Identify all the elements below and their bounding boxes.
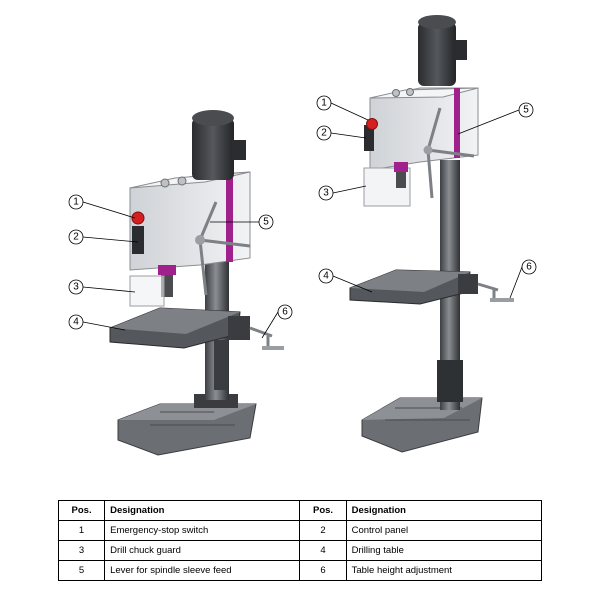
- table-cell: 1: [57, 520, 106, 541]
- control-panel-right: [364, 125, 374, 151]
- table-cell: Table height adjustment: [345, 560, 543, 581]
- callout-6-left: [277, 304, 293, 320]
- callouts-right: [330, 102, 523, 299]
- callouts-left: [82, 201, 279, 339]
- header-designation-1: Designation: [104, 500, 301, 521]
- header-designation-2: Designation: [345, 500, 543, 521]
- callout-1-right: [316, 95, 332, 111]
- callout-2-left-label: 2: [73, 232, 79, 243]
- emergency-stop-right: [366, 118, 378, 130]
- callout-5-right-label: 5: [523, 105, 529, 116]
- callout-5-left: [258, 214, 274, 230]
- table-cell: Drilling table: [345, 540, 543, 561]
- callout-4-left: [68, 314, 84, 330]
- drill-press-left: [109, 110, 284, 456]
- callout-2-right: [316, 125, 332, 141]
- callout-1-left-label: 1: [73, 197, 79, 208]
- header-pos-2: Pos.: [299, 500, 347, 521]
- callout-3-right-label: 3: [323, 188, 329, 199]
- callout-6-right-label: 6: [526, 262, 532, 273]
- callout-3-right: [318, 185, 334, 201]
- callout-1-left: [68, 194, 84, 210]
- table-cell: 5: [57, 560, 106, 581]
- callout-2-right-label: 2: [321, 128, 327, 139]
- table-header-row: Pos. Designation Pos. Designation: [57, 500, 543, 521]
- chuck-guard-left: [129, 275, 165, 307]
- callout-5-left-label: 5: [263, 217, 269, 228]
- callout-3-left-label: 3: [73, 282, 79, 293]
- table-row: 1 Emergency-stop switch 2 Control panel: [57, 520, 543, 541]
- drill-press-right: [349, 15, 514, 453]
- table-cell: Lever for spindle sleeve feed: [104, 560, 301, 581]
- callout-4-left-label: 4: [73, 317, 79, 328]
- motor-right: [418, 22, 456, 86]
- callout-4-right: [318, 268, 334, 284]
- callout-4-right-label: 4: [323, 271, 329, 282]
- callout-1-right-label: 1: [321, 98, 327, 109]
- designation-table: Pos. Designation Pos. Designation 1 Emer…: [57, 500, 543, 581]
- table-cell: 2: [299, 520, 347, 541]
- table-cell: Emergency-stop switch: [104, 520, 301, 541]
- table-cell: 6: [299, 560, 347, 581]
- callout-3-left: [68, 279, 84, 295]
- callout-6-left-label: 6: [282, 307, 288, 318]
- table-cell: Drill chuck guard: [104, 540, 301, 561]
- table-row: 3 Drill chuck guard 4 Drilling table: [57, 540, 543, 561]
- drill-press-figure: 1 2 3 4 5 6: [68, 15, 537, 456]
- table-row: 5 Lever for spindle sleeve feed 6 Table …: [57, 560, 543, 581]
- callout-6-right: [521, 259, 537, 275]
- callout-5-right: [518, 102, 534, 118]
- table-cell: Control panel: [345, 520, 543, 541]
- callout-2-left: [68, 229, 84, 245]
- motor-left: [192, 118, 234, 180]
- control-panel-left: [132, 226, 144, 254]
- table-cell: 3: [57, 540, 106, 561]
- emergency-stop-left: [131, 211, 145, 225]
- header-pos-1: Pos.: [57, 500, 106, 521]
- table-cell: 4: [299, 540, 347, 561]
